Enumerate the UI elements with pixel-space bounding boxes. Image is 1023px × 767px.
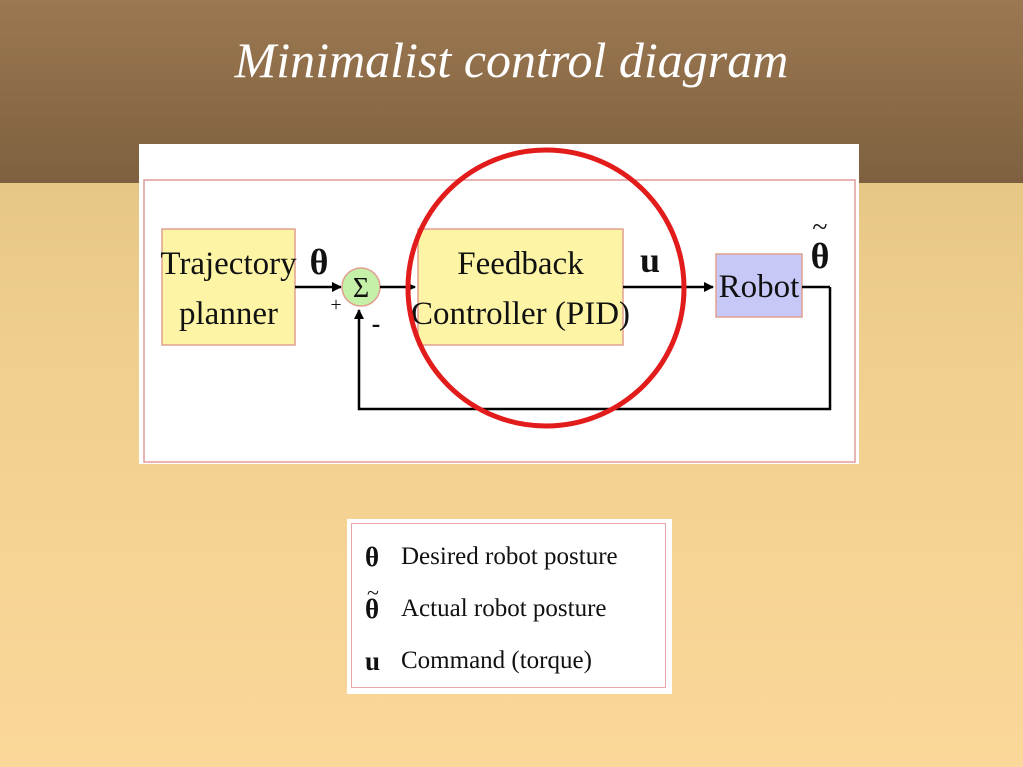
command-u-label: u bbox=[640, 240, 660, 280]
plus-sign: + bbox=[330, 294, 341, 316]
legend-desc-actual: Actual robot posture bbox=[401, 595, 607, 622]
feedback-controller-block bbox=[417, 228, 624, 346]
trajectory-planner-label-line2: planner bbox=[179, 296, 278, 332]
feedback-path bbox=[354, 287, 832, 411]
legend-item-desired: θ Desired robot posture bbox=[365, 537, 618, 577]
legend-panel: θ Desired robot posture ~ θ Actual robot… bbox=[347, 519, 672, 694]
legend-item-command: u Command (torque) bbox=[365, 641, 592, 681]
sigma-symbol: Σ bbox=[353, 273, 369, 304]
legend-theta-glyph: θ bbox=[365, 593, 380, 624]
feedback-controller-label-line1: Feedback bbox=[457, 246, 584, 282]
slide-title: Minimalist control diagram bbox=[234, 32, 789, 88]
desired-theta-label: θ bbox=[310, 242, 329, 282]
trajectory-planner-label-line1: Trajectory bbox=[160, 246, 297, 282]
legend-desc-desired: Desired robot posture bbox=[401, 543, 618, 570]
robot-label: Robot bbox=[719, 269, 800, 305]
legend-frame bbox=[351, 523, 666, 688]
actual-theta-tilde: ~ bbox=[812, 212, 827, 243]
actual-theta-label: θ bbox=[811, 236, 830, 276]
feedback-controller-label-line2: Controller (PID) bbox=[411, 296, 630, 332]
legend-symbol-u: u bbox=[365, 645, 381, 676]
minus-sign: - bbox=[372, 309, 381, 338]
robot-block bbox=[715, 253, 803, 318]
legend-tilde-accent: ~ bbox=[367, 579, 379, 605]
controller-highlight-circle bbox=[405, 147, 687, 429]
diagram-frame bbox=[143, 179, 856, 463]
legend-symbol-theta-tilde: ~ θ bbox=[365, 580, 401, 625]
trajectory-planner-block bbox=[161, 228, 296, 346]
legend-desc-command: Command (torque) bbox=[401, 647, 592, 674]
legend-item-actual: ~ θ Actual robot posture bbox=[365, 580, 607, 629]
legend-symbol-theta: θ bbox=[365, 541, 380, 572]
control-diagram: Trajectory planner θ Σ + - Feedback Cont… bbox=[139, 144, 859, 464]
control-diagram-svg: Trajectory planner θ Σ + - Feedback Cont… bbox=[143, 147, 856, 463]
